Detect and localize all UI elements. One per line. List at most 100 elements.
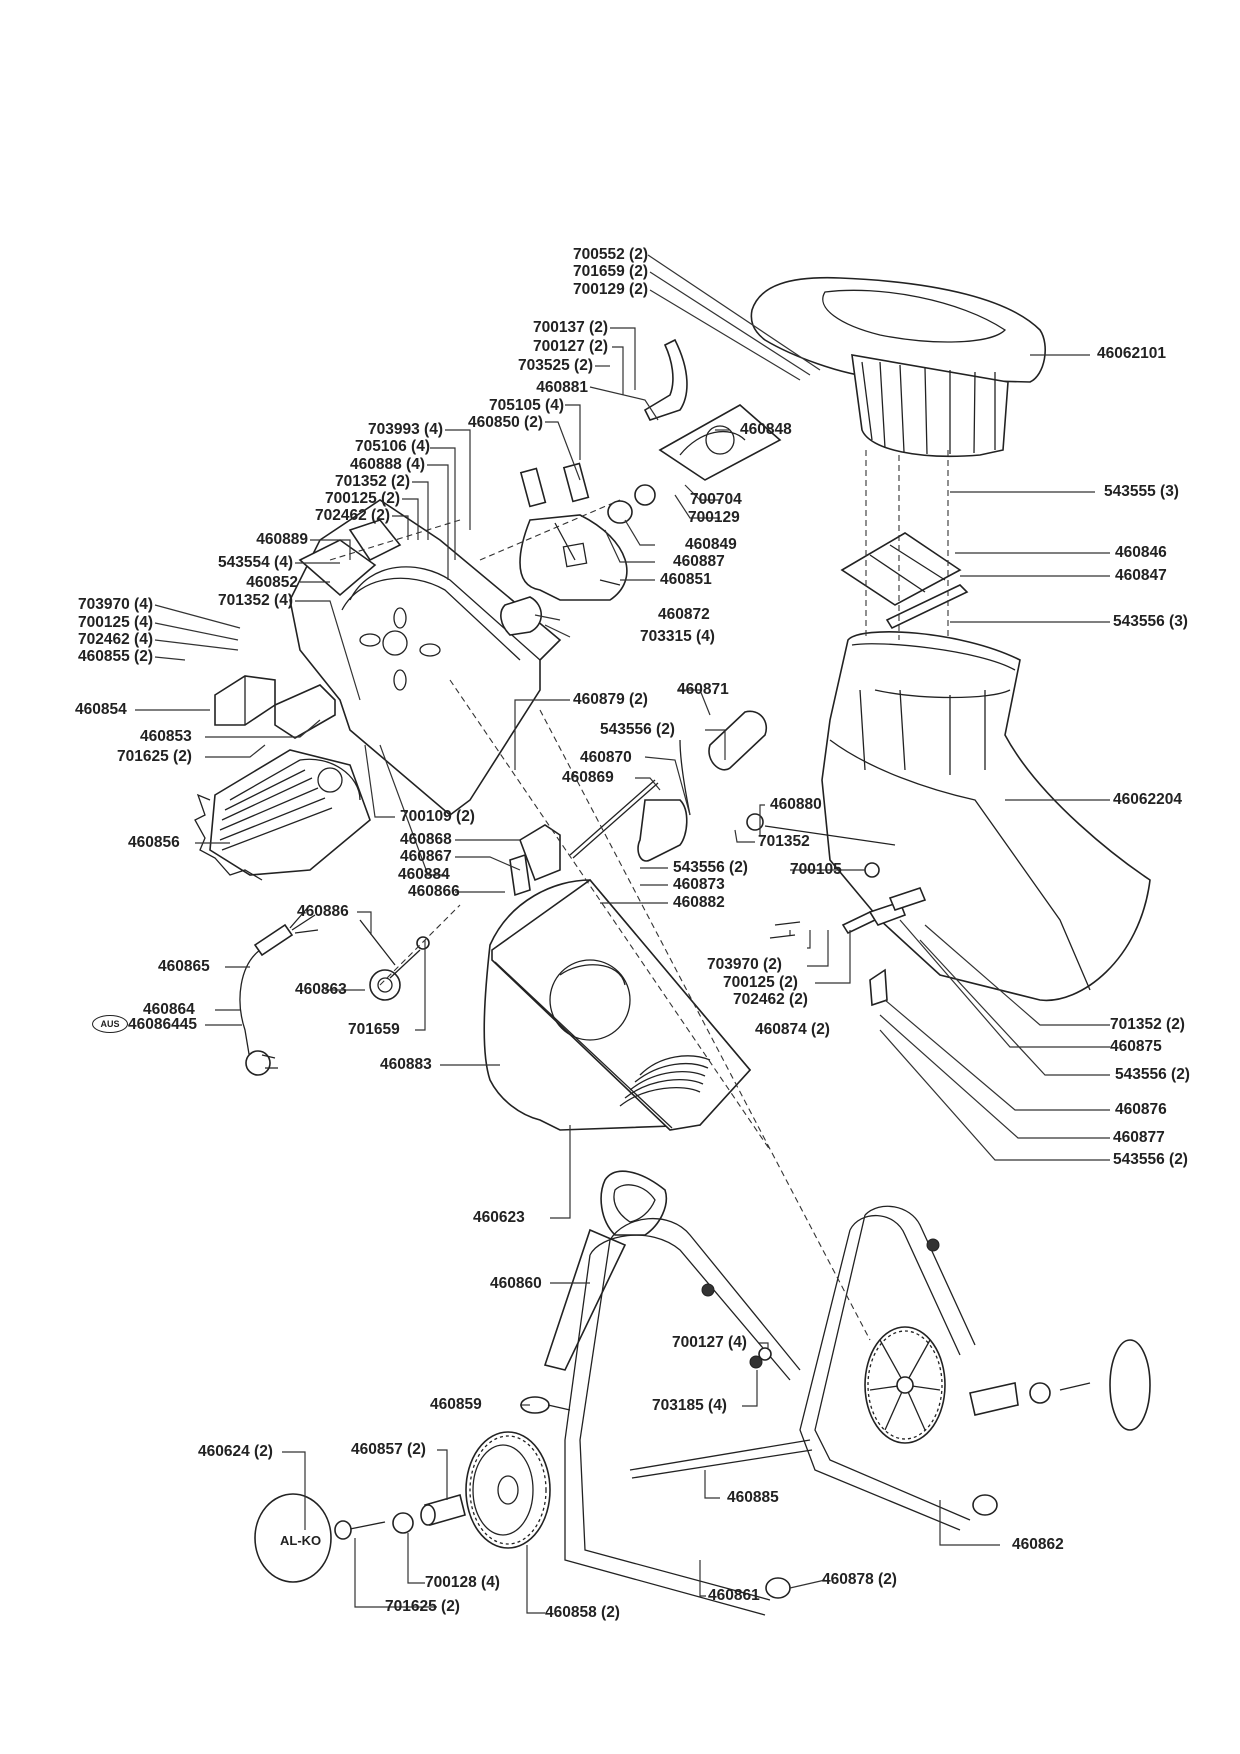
cutting-disc-460851 [519,514,628,601]
part-label-460869: 460869 [562,769,614,786]
end-cap-460878b [972,1494,998,1516]
part-label-705106: 705106 (4) [355,438,430,455]
part-label-460870: 460870 [580,749,632,766]
part-label-460877: 460877 [1113,1129,1165,1146]
part-label-703970: 703970 (4) [78,596,153,613]
nut-top-left [701,1283,715,1297]
part-label-543556-c: 543556 (3) [1113,613,1188,630]
part-label-703970-b: 703970 (2) [707,956,782,973]
part-label-460867: 460867 [400,848,452,865]
part-label-543556-d: 543556 (2) [1115,1066,1190,1083]
part-label-460878: 460878 (2) [822,1571,897,1588]
shredder-cover-460848 [658,404,782,481]
hub-cap-460624: AL-KO [254,1493,332,1583]
aus-region-badge: AUS [92,1015,128,1033]
part-label-703185: 703185 (4) [652,1397,727,1414]
part-label-460854: 460854 [75,701,127,718]
part-label-460873: 460873 [673,876,725,893]
part-label-460853: 460853 [140,728,192,745]
part-label-460889: 460889 [256,531,308,548]
part-label-460879: 460879 (2) [573,691,648,708]
wheel-460858-right [864,1326,946,1444]
part-label-701352-c: 701352 [758,833,810,850]
part-label-700127-b: 700127 (4) [672,1334,747,1351]
part-label-460888: 460888 (4) [350,456,425,473]
part-label-702462-c: 702462 (2) [733,991,808,1008]
part-label-543556-a: 543556 (2) [600,721,675,738]
part-label-460863: 460863 [295,981,347,998]
part-label-543555: 543555 (3) [1104,483,1179,500]
switch-bracket-460853 [274,684,336,739]
part-label-700704: 700704 [690,491,742,508]
part-label-460875: 460875 [1110,1038,1162,1055]
frame-leg-460862 [799,1205,976,1531]
part-label-702462-b: 702462 (4) [78,631,153,648]
part-label-460883: 460883 [380,1056,432,1073]
part-label-701352-d: 701352 (2) [1110,1016,1185,1033]
part-label-460880: 460880 [770,796,822,813]
capacitor-460870 [637,739,691,862]
part-label-543556-b: 543556 (2) [673,859,748,876]
part-label-460856: 460856 [128,834,180,851]
part-label-460885: 460885 [727,1489,779,1506]
nut-703185 [749,1355,763,1369]
part-label-460881: 460881 [536,379,588,396]
part-label-700125-b: 700125 (4) [78,614,153,631]
switch-box-460854 [214,675,276,726]
part-label-701352: 701352 (2) [335,473,410,490]
part-label-543554: 543554 (4) [218,554,293,571]
counter-blade-460847 [885,584,969,630]
part-label-460849: 460849 [685,536,737,553]
part-label-460848: 460848 [740,421,792,438]
part-label-460882: 460882 [673,894,725,911]
alko-logo: AL-KO [280,1533,321,1548]
part-label-460852: 460852 [246,574,298,591]
hopper-lid-46062101 [750,276,1046,458]
part-label-700105: 700105 [790,861,842,878]
part-label-460851: 460851 [660,571,712,588]
part-label-701625-b: 701625 (2) [385,1598,460,1615]
leader-lines [135,254,1110,1614]
part-label-460874: 460874 (2) [755,1021,830,1038]
hinge-460876 [869,968,888,1007]
part-label-460847: 460847 [1115,567,1167,584]
bushing-right [969,1382,1019,1416]
part-label-460871: 460871 [677,681,729,698]
part-label-700129: 700129 (2) [573,281,648,298]
latch-linkage-460874 [769,887,927,939]
part-label-460865: 460865 [158,958,210,975]
power-cord-460864 [239,904,319,1076]
frame-leg-460861 [564,1217,801,1616]
knob-460863 [359,919,430,1001]
part-label-700552: 700552 (2) [573,246,648,263]
part-label-460864: 460864 [143,1001,195,1018]
part-label-700125-c: 700125 (2) [723,974,798,991]
part-label-46086445: 46086445 [128,1016,197,1033]
part-label-460872: 460872 [658,606,710,623]
rod-460880 [746,813,896,878]
part-label-460846: 460846 [1115,544,1167,561]
thermal-switch-460868 [519,824,561,882]
part-label-701352-b: 701352 (4) [218,592,293,609]
washer-700128 [392,1512,414,1534]
part-label-460884: 460884 [398,866,450,883]
part-label-703993: 703993 (4) [368,421,443,438]
part-label-46062204: 46062204 [1113,791,1182,808]
part-label-460862: 460862 [1012,1536,1064,1553]
part-label-460624: 460624 (2) [198,1443,273,1460]
part-label-705105: 705105 (4) [489,397,564,414]
part-label-460855: 460855 (2) [78,648,153,665]
bolt-701625 [334,1520,386,1540]
part-label-701659: 701659 (2) [573,263,648,280]
part-label-460860: 460860 [490,1275,542,1292]
part-label-460868: 460868 [400,831,452,848]
motor-460856 [194,749,371,881]
relay-460866 [509,853,531,897]
bushing-460857 [420,1494,466,1526]
bolt-right [1059,1382,1091,1391]
part-label-703315: 703315 (4) [640,628,715,645]
end-cap-460878 [765,1577,791,1599]
disc-hub-460849 [607,484,656,524]
part-label-460857: 460857 (2) [351,1441,426,1458]
